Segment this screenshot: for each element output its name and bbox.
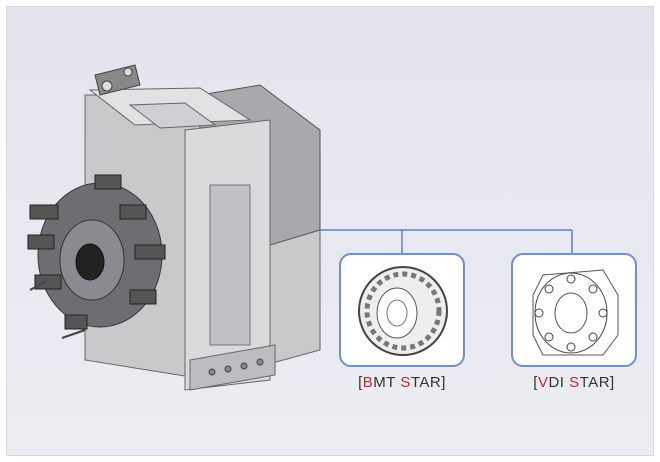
bracket: [: [533, 374, 538, 391]
label-text: TAR]: [410, 374, 446, 391]
label-initial: V: [537, 374, 549, 391]
vdi-star-option: [511, 253, 637, 367]
label-text: TAR]: [579, 374, 615, 391]
label-initial: S: [569, 374, 580, 391]
vdi-turret-icon: [532, 269, 619, 356]
bmt-star-label: [BMT STAR]: [332, 374, 472, 391]
connector-lines: [320, 229, 573, 253]
bracket: [: [358, 374, 363, 391]
label-text: MT: [373, 374, 401, 391]
bmt-star-option: [339, 253, 465, 367]
bmt-turret-icon: [358, 266, 448, 356]
vdi-star-label: [VDI STAR]: [504, 374, 644, 391]
label-text: DI: [548, 374, 570, 391]
base: [189, 344, 276, 391]
label-initial: S: [400, 374, 411, 391]
label-initial: B: [362, 374, 374, 391]
